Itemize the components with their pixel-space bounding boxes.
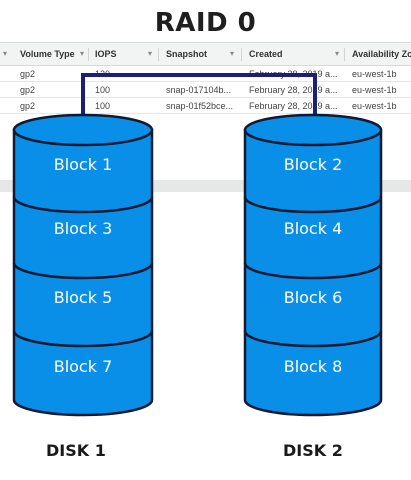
- sort-icon[interactable]: ▾: [148, 49, 153, 58]
- disk-1-cylinder: Block 1 Block 3 Block 5 Block 7: [12, 113, 154, 417]
- volume-type-cell: gp2: [20, 69, 36, 79]
- table-row[interactable]: gp2 100 snap-017104b... February 28, 201…: [0, 82, 411, 98]
- column-header-snapshot[interactable]: Snapshot: [166, 49, 208, 59]
- block-label: Block 2: [284, 155, 343, 174]
- table-row[interactable]: gp2 100 snap-01f52bce... February 28, 20…: [0, 98, 411, 114]
- iops-cell: 100: [95, 101, 111, 111]
- column-header-availability-zone[interactable]: Availability Zo: [352, 49, 411, 59]
- block-divider: [243, 262, 383, 280]
- iops-cell: 100: [95, 85, 111, 95]
- block-divider: [12, 262, 154, 280]
- column-header-iops[interactable]: IOPS: [95, 49, 117, 59]
- disk-1-label: DISK 1: [46, 441, 106, 460]
- block-label: Block 4: [284, 219, 343, 238]
- block-label: Block 8: [284, 357, 343, 376]
- snapshot-cell: snap-017104b...: [166, 85, 232, 95]
- disk-2-label: DISK 2: [283, 441, 343, 460]
- disk-2-cylinder: Block 2 Block 4 Block 6 Block 8: [243, 113, 383, 417]
- stripe-connector: [81, 73, 317, 120]
- sort-icon[interactable]: ▾: [230, 49, 235, 58]
- created-cell: February 28, 2019 a...: [249, 101, 338, 111]
- cylinder-top: [243, 113, 383, 147]
- availability-zone-cell: eu-west-1b: [352, 69, 397, 79]
- availability-zone-cell: eu-west-1b: [352, 85, 397, 95]
- diagram-title: RAID 0: [154, 8, 257, 38]
- column-header-created[interactable]: Created: [249, 49, 283, 59]
- column-header-volume-type[interactable]: Volume Type: [20, 49, 75, 59]
- block-label: Block 5: [54, 288, 113, 307]
- sort-icon[interactable]: ▾: [335, 49, 340, 58]
- volume-type-cell: gp2: [20, 101, 36, 111]
- volume-type-cell: gp2: [20, 85, 36, 95]
- sort-icon[interactable]: ▾: [80, 49, 85, 58]
- block-label: Block 7: [54, 357, 113, 376]
- table-header: ▾ Volume Type ▾ IOPS ▾ Snapshot ▾ Create…: [0, 42, 411, 66]
- block-label: Block 6: [284, 288, 343, 307]
- column-divider: [241, 48, 242, 61]
- block-label: Block 1: [54, 155, 113, 174]
- block-divider: [12, 196, 154, 214]
- column-divider: [88, 48, 89, 61]
- block-label: Block 3: [54, 219, 113, 238]
- availability-zone-cell: eu-west-1b: [352, 101, 397, 111]
- block-divider: [243, 330, 383, 348]
- block-divider: [243, 196, 383, 214]
- block-divider: [12, 330, 154, 348]
- snapshot-cell: snap-01f52bce...: [166, 101, 234, 111]
- created-cell: February 28, 2019 a...: [249, 85, 338, 95]
- cylinder-top: [12, 113, 154, 147]
- column-divider: [344, 48, 345, 61]
- sort-icon[interactable]: ▾: [3, 49, 8, 58]
- column-divider: [158, 48, 159, 61]
